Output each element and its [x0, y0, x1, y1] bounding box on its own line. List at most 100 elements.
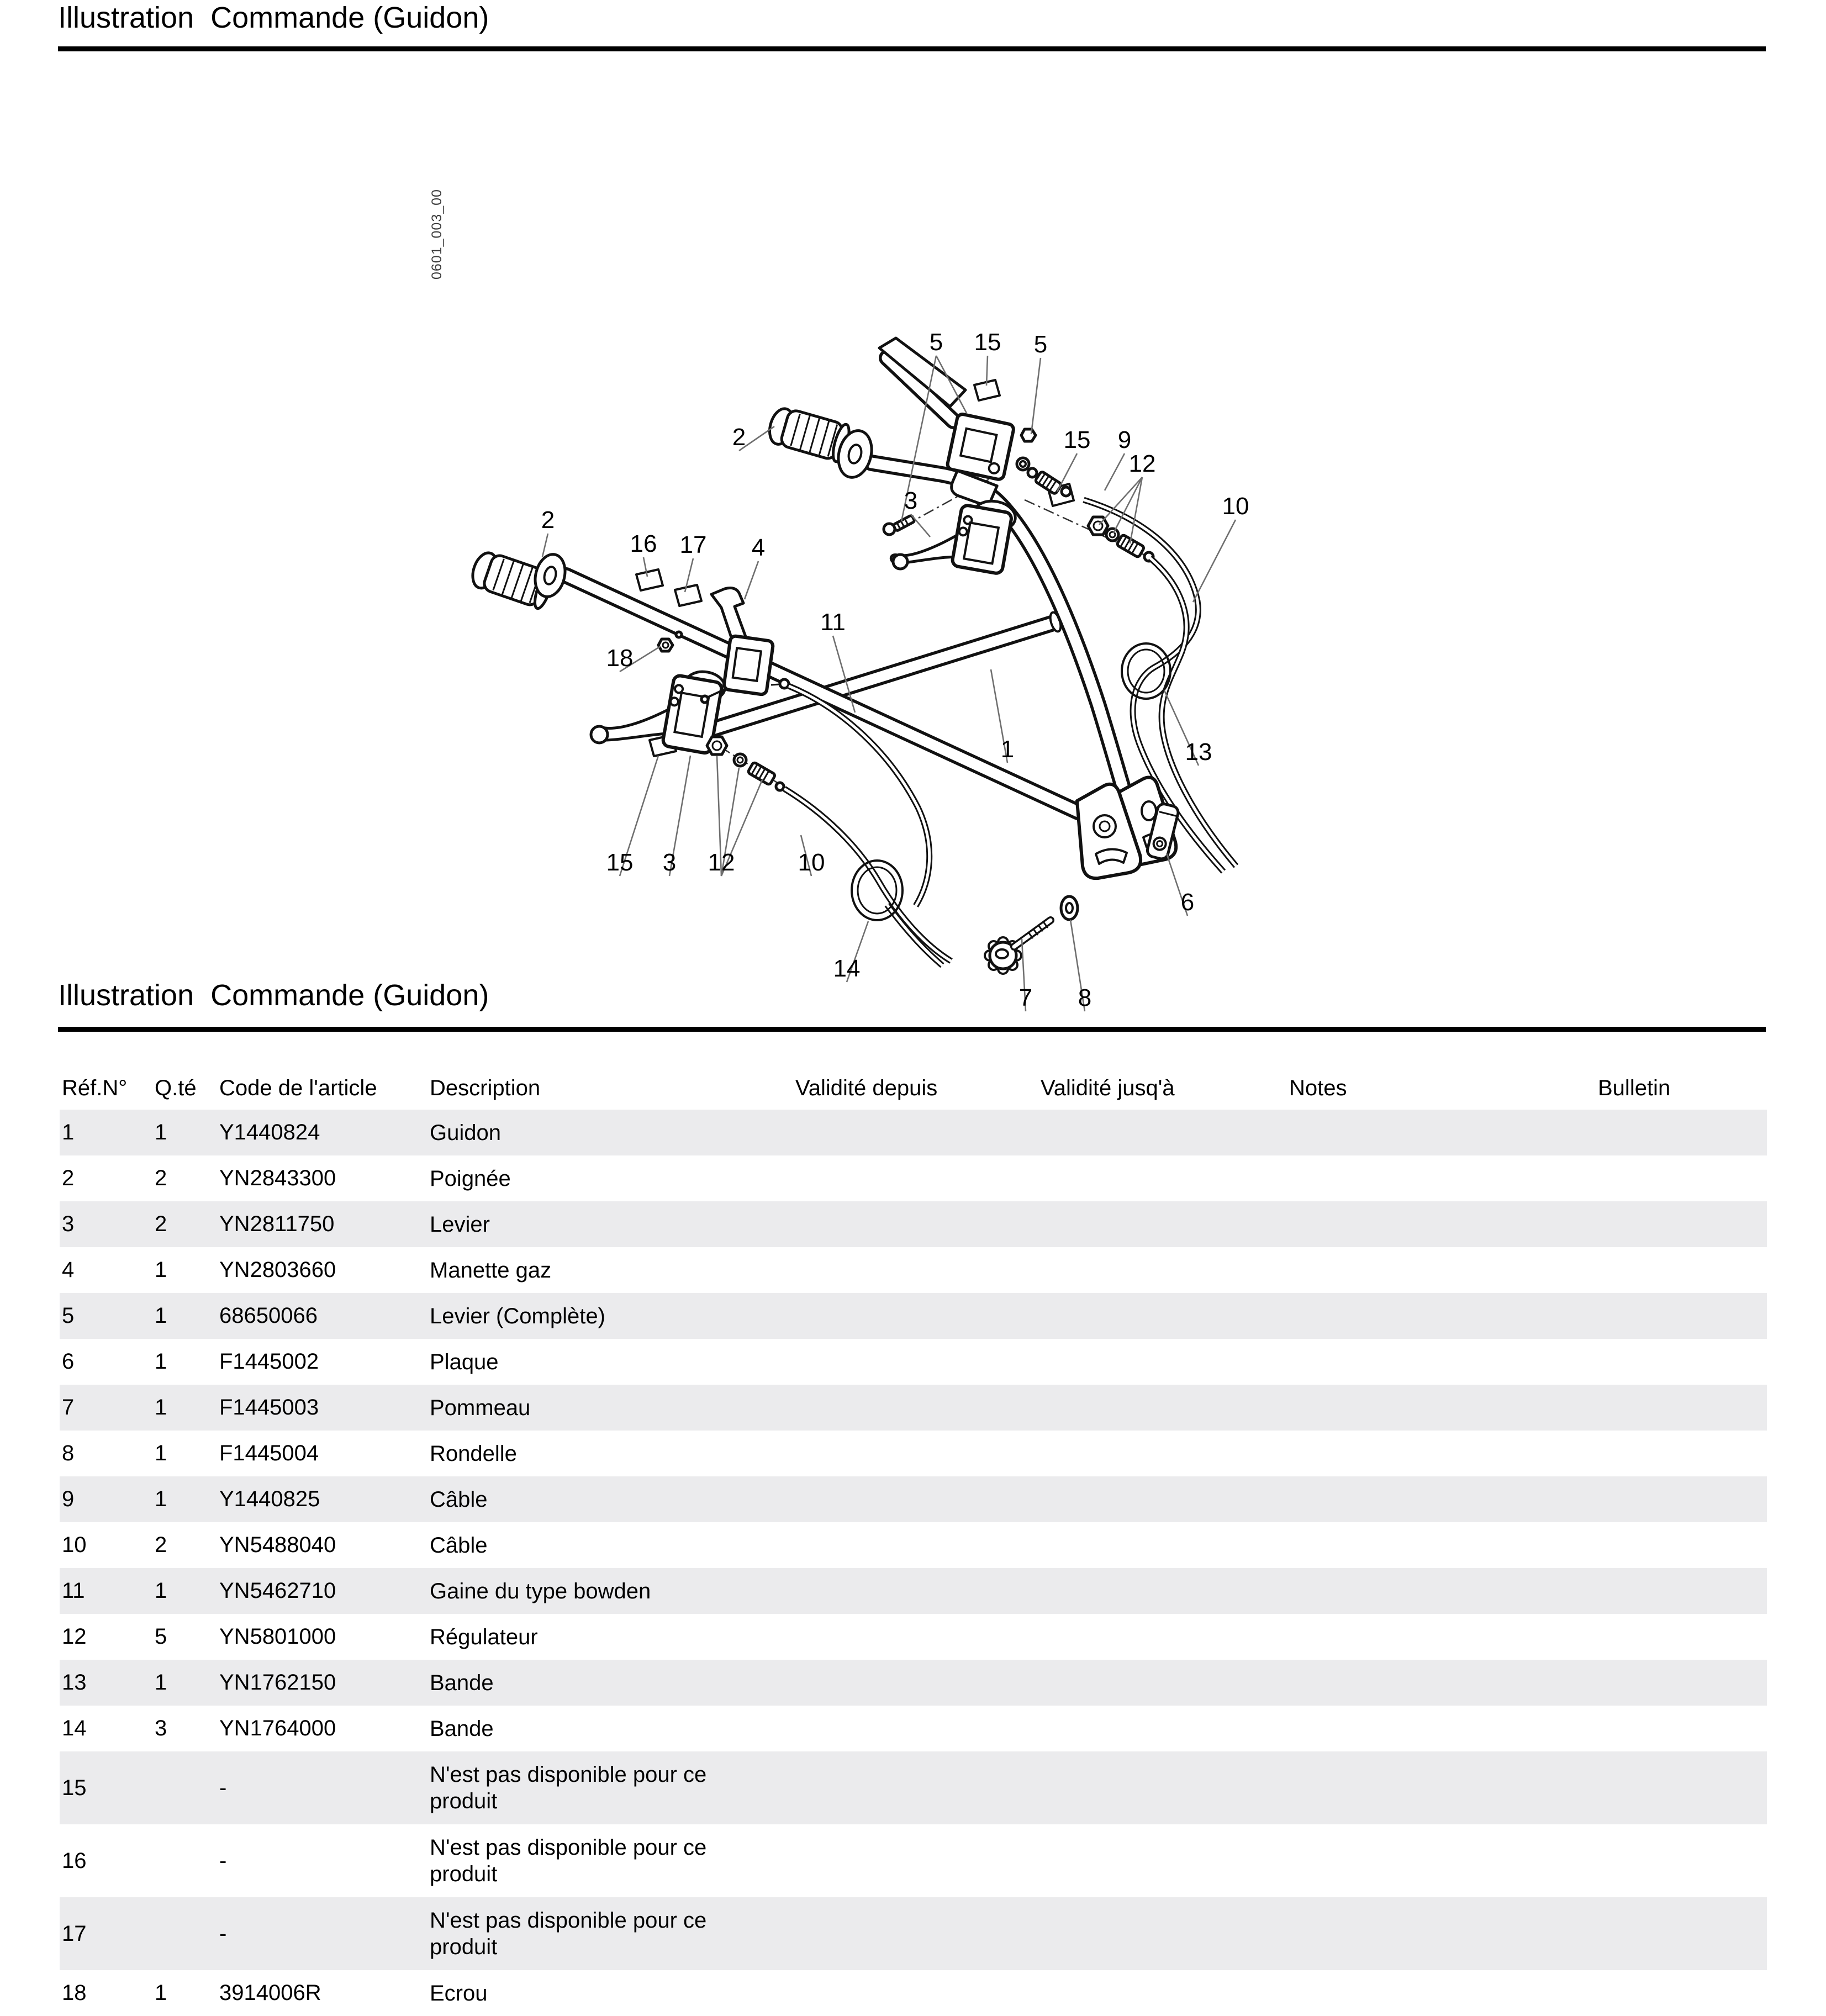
cell-code: Y1440825 [219, 1487, 320, 1511]
cell-code: YN2803660 [219, 1258, 336, 1282]
callout-number: 15 [606, 849, 634, 876]
cell-desc: Levier [430, 1212, 490, 1237]
cell-qty: 1 [155, 1487, 167, 1511]
header-description: Description [430, 1076, 541, 1100]
callout-leader-line [900, 355, 937, 522]
callout-leader-line [985, 355, 989, 386]
callout-leader-line [1129, 477, 1143, 544]
cell-code: - [219, 1848, 227, 1873]
nut-18 [657, 630, 683, 653]
cell-qty: 5 [155, 1624, 167, 1649]
cell-ref: 12 [62, 1624, 87, 1649]
cell-desc: Régulateur [430, 1624, 538, 1649]
cell-code: 68650066 [219, 1303, 318, 1328]
table-row: 17-N'est pas disponible pour ce produit [60, 1897, 1767, 1970]
callout-leader-line [738, 425, 775, 452]
header-validity-from: Validité depuis [795, 1076, 938, 1100]
callout-number: 10 [798, 849, 825, 876]
callout-number: 9 [1118, 426, 1131, 453]
cell-ref: 14 [62, 1716, 87, 1740]
callout-number: 5 [1034, 331, 1047, 358]
callout-leader-line [720, 779, 763, 877]
cell-ref: 1 [62, 1120, 75, 1144]
cell-code: YN5488040 [219, 1533, 336, 1557]
callout-leader-line [1163, 690, 1200, 766]
cell-qty: 3 [155, 1716, 167, 1740]
callout-leader-line [720, 767, 740, 877]
cell-qty: 1 [155, 1120, 167, 1144]
regulator-group-right [1086, 515, 1155, 563]
cell-code: F1445003 [219, 1395, 319, 1419]
regulator-group-lower [705, 735, 785, 792]
washer-8 [1059, 895, 1079, 921]
cell-ref: 3 [62, 1212, 75, 1236]
cell-desc: Câble [430, 1487, 488, 1512]
cell-desc: Manette gaz [430, 1258, 552, 1283]
cell-code: - [219, 1921, 227, 1946]
callout-leader-line [541, 533, 549, 557]
cell-desc: Câble [430, 1533, 488, 1558]
header-validity-to: Validité jusq'à [1041, 1076, 1175, 1100]
cell-desc: Ecrou [430, 1981, 488, 2006]
callout-leader-line [1056, 453, 1078, 492]
callout-number: 14 [833, 955, 861, 982]
cell-code: YN2843300 [219, 1166, 336, 1190]
header-bulletin: Bulletin [1598, 1076, 1671, 1100]
cell-ref: 7 [62, 1395, 75, 1419]
callout-leader-line [1104, 453, 1126, 491]
cell-ref: 11 [62, 1579, 85, 1603]
callout-leader-line [684, 558, 694, 593]
table-title: Illustration Commande (Guidon) [58, 979, 489, 1012]
cell-code: 3914006R [219, 1981, 321, 2005]
callout-number: 8 [1078, 984, 1091, 1011]
cell-code: YN2811750 [219, 1212, 335, 1236]
cell-ref: 4 [62, 1258, 75, 1282]
mount-bracket [1075, 775, 1178, 880]
page-title: Illustration Commande (Guidon) [58, 1, 489, 34]
cell-desc: Levier (Complète) [430, 1303, 605, 1328]
cables [783, 497, 1239, 968]
cell-ref: 2 [62, 1166, 75, 1190]
cell-desc: N'est pas disponible pour ce produit [430, 1835, 707, 1886]
table-row: 15-N'est pas disponible pour ce produit [60, 1751, 1767, 1824]
callout-leader-line [619, 755, 659, 877]
cell-ref: 13 [62, 1670, 87, 1695]
cell-qty: 2 [155, 1533, 167, 1557]
cell-desc: Rondelle [430, 1441, 517, 1466]
cell-qty: 2 [155, 1212, 167, 1236]
callout-leader-line [1069, 919, 1086, 1012]
cell-ref: 6 [62, 1349, 75, 1374]
callout-number: 10 [1222, 493, 1249, 520]
cell-desc: N'est pas disponible pour ce produit [430, 1762, 707, 1813]
cell-desc: Poignée [430, 1166, 511, 1191]
callout-number: 15 [1064, 426, 1091, 453]
callout-leader-line [1112, 477, 1143, 534]
cell-desc: Bande [430, 1670, 494, 1695]
cell-qty: 1 [155, 1349, 167, 1374]
cell-code: F1445002 [219, 1349, 319, 1374]
callout-leader-line [910, 514, 931, 537]
callout-number: 13 [1185, 738, 1212, 766]
callout-number: 15 [974, 329, 1001, 356]
cell-ref: 17 [62, 1921, 87, 1946]
callout-number: 3 [663, 849, 676, 876]
callout-number: 2 [541, 506, 555, 534]
callout-leader-line [1165, 853, 1189, 916]
knob-7 [984, 916, 1054, 975]
callout-number: 6 [1181, 889, 1194, 916]
cell-desc: Gaine du type bowden [430, 1579, 651, 1603]
